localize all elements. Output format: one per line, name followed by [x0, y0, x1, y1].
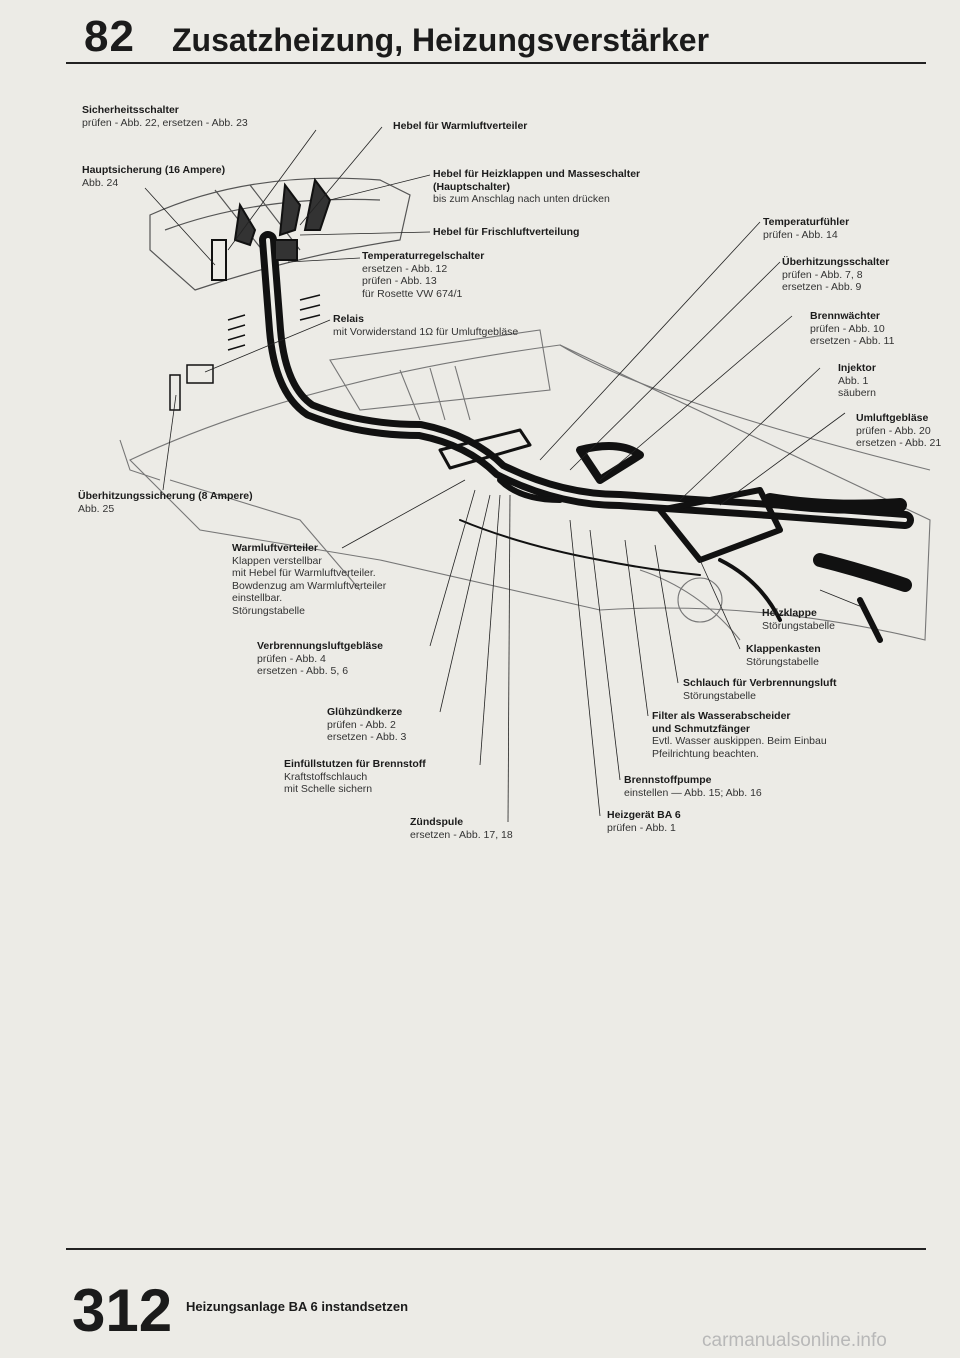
label-heizklappe: Heizklappe Störungstabelle [762, 607, 835, 632]
label-klappenkasten: Klappenkasten Störungstabelle [746, 643, 821, 668]
relay-and-fuse [169, 294, 321, 411]
label-gluehzuendkerze: Glühzündkerze prüfen - Abb. 2 ersetzen -… [327, 706, 407, 743]
label-injektor: Injektor Abb. 1 säubern [838, 362, 876, 399]
label-brennstoffpumpe: Brennstoffpumpe einstellen — Abb. 15; Ab… [624, 774, 762, 799]
page-title: Zusatzheizung, Heizungsverstärker [172, 22, 710, 58]
leader-lines [144, 126, 863, 823]
lever-assembly [211, 177, 332, 281]
label-umluftgeblaese: Umluftgebläse prüfen - Abb. 20 ersetzen … [856, 412, 942, 449]
label-verbrennungsluftgeblaese: Verbrennungsluftgebläse prüfen - Abb. 4 … [257, 640, 384, 677]
label-schlauch: Schlauch für Verbrennungsluft Störungsta… [683, 677, 837, 702]
label-temperaturregelschalter: Temperaturregelschalter ersetzen - Abb. … [362, 250, 485, 300]
label-hebel-warmluft: Hebel für Warmluftverteiler [393, 120, 528, 132]
footer-rule [66, 1248, 926, 1250]
label-ueberhitzungsschalter: Überhitzungsschalter prüfen - Abb. 7, 8 … [782, 256, 890, 293]
label-relais: Relais mit Vorwiderstand 1Ω für Umluftge… [333, 313, 519, 338]
label-ueberhitzungssicherung: Überhitzungssicherung (8 Ampere) Abb. 25 [78, 490, 253, 515]
label-warmluftverteiler: Warmluftverteiler Klappen verstellbar mi… [232, 542, 387, 617]
chapter-number: 82 [84, 12, 135, 61]
label-hebel-frischluft: Hebel für Frischluftverteilung [433, 226, 580, 238]
page-number: 312 [72, 1277, 173, 1344]
label-heizgeraet: Heizgerät BA 6 prüfen - Abb. 1 [607, 809, 681, 834]
label-einfuellstutzen: Einfüllstutzen für Brennstoff Kraftstoff… [284, 758, 426, 795]
header-rule [66, 62, 926, 64]
duct-system [259, 231, 914, 643]
label-temperaturfuehler: Temperaturfühler prüfen - Abb. 14 [763, 216, 850, 241]
label-filter: Filter als Wasserabscheider und Schmutzf… [652, 710, 827, 760]
label-hebel-heizklappen: Hebel für Heizklappen und Masseschalter … [433, 168, 641, 205]
label-sicherheitsschalter: Sicherheitsschalter prüfen - Abb. 22, er… [82, 104, 248, 129]
label-brennwaechter: Brennwächter prüfen - Abb. 10 ersetzen -… [810, 310, 895, 347]
watermark: carmanualsonline.info [702, 1330, 887, 1351]
label-hauptsicherung: Hauptsicherung (16 Ampere) Abb. 24 [82, 164, 226, 189]
footer-title: Heizungsanlage BA 6 instandsetzen [186, 1299, 409, 1314]
label-zuendspule: Zündspule ersetzen - Abb. 17, 18 [410, 816, 513, 841]
